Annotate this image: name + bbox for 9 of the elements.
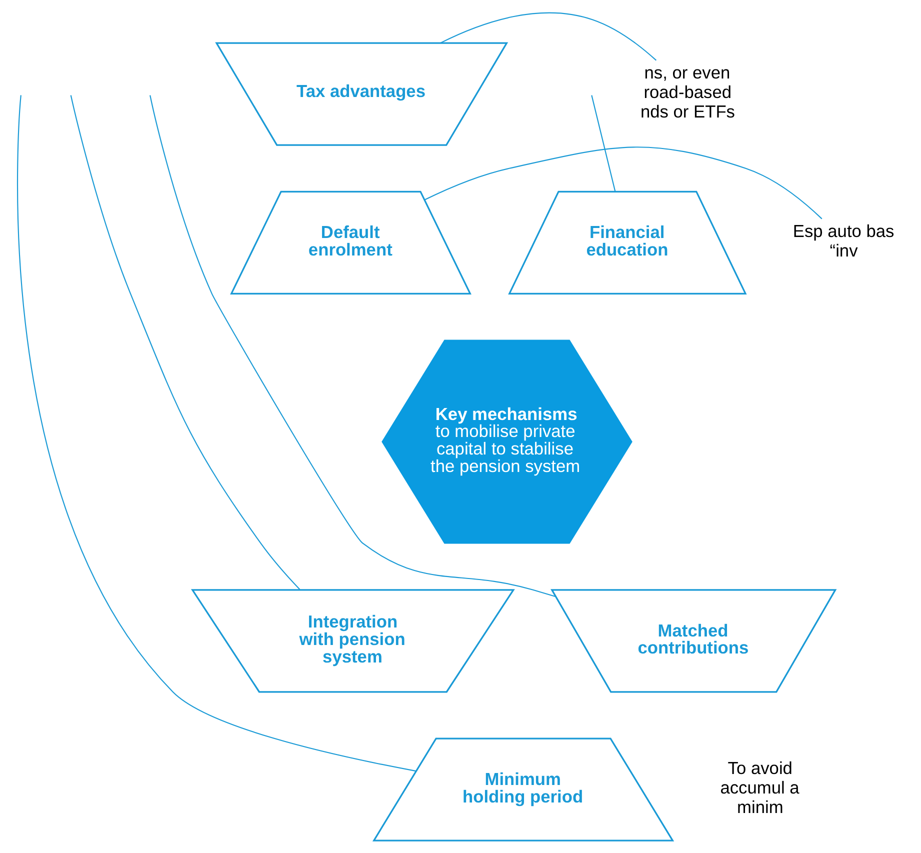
connector [440, 12, 656, 61]
label: To avoid accumul a minim [720, 758, 799, 818]
connector [149, 95, 556, 598]
node-text: ns, or even road-based nds or ETFs [640, 62, 735, 122]
connector [424, 146, 822, 220]
connector [16, 95, 416, 772]
connector [70, 95, 300, 590]
node-text: Esp auto bas “inv [792, 221, 894, 261]
connector [590, 95, 616, 192]
